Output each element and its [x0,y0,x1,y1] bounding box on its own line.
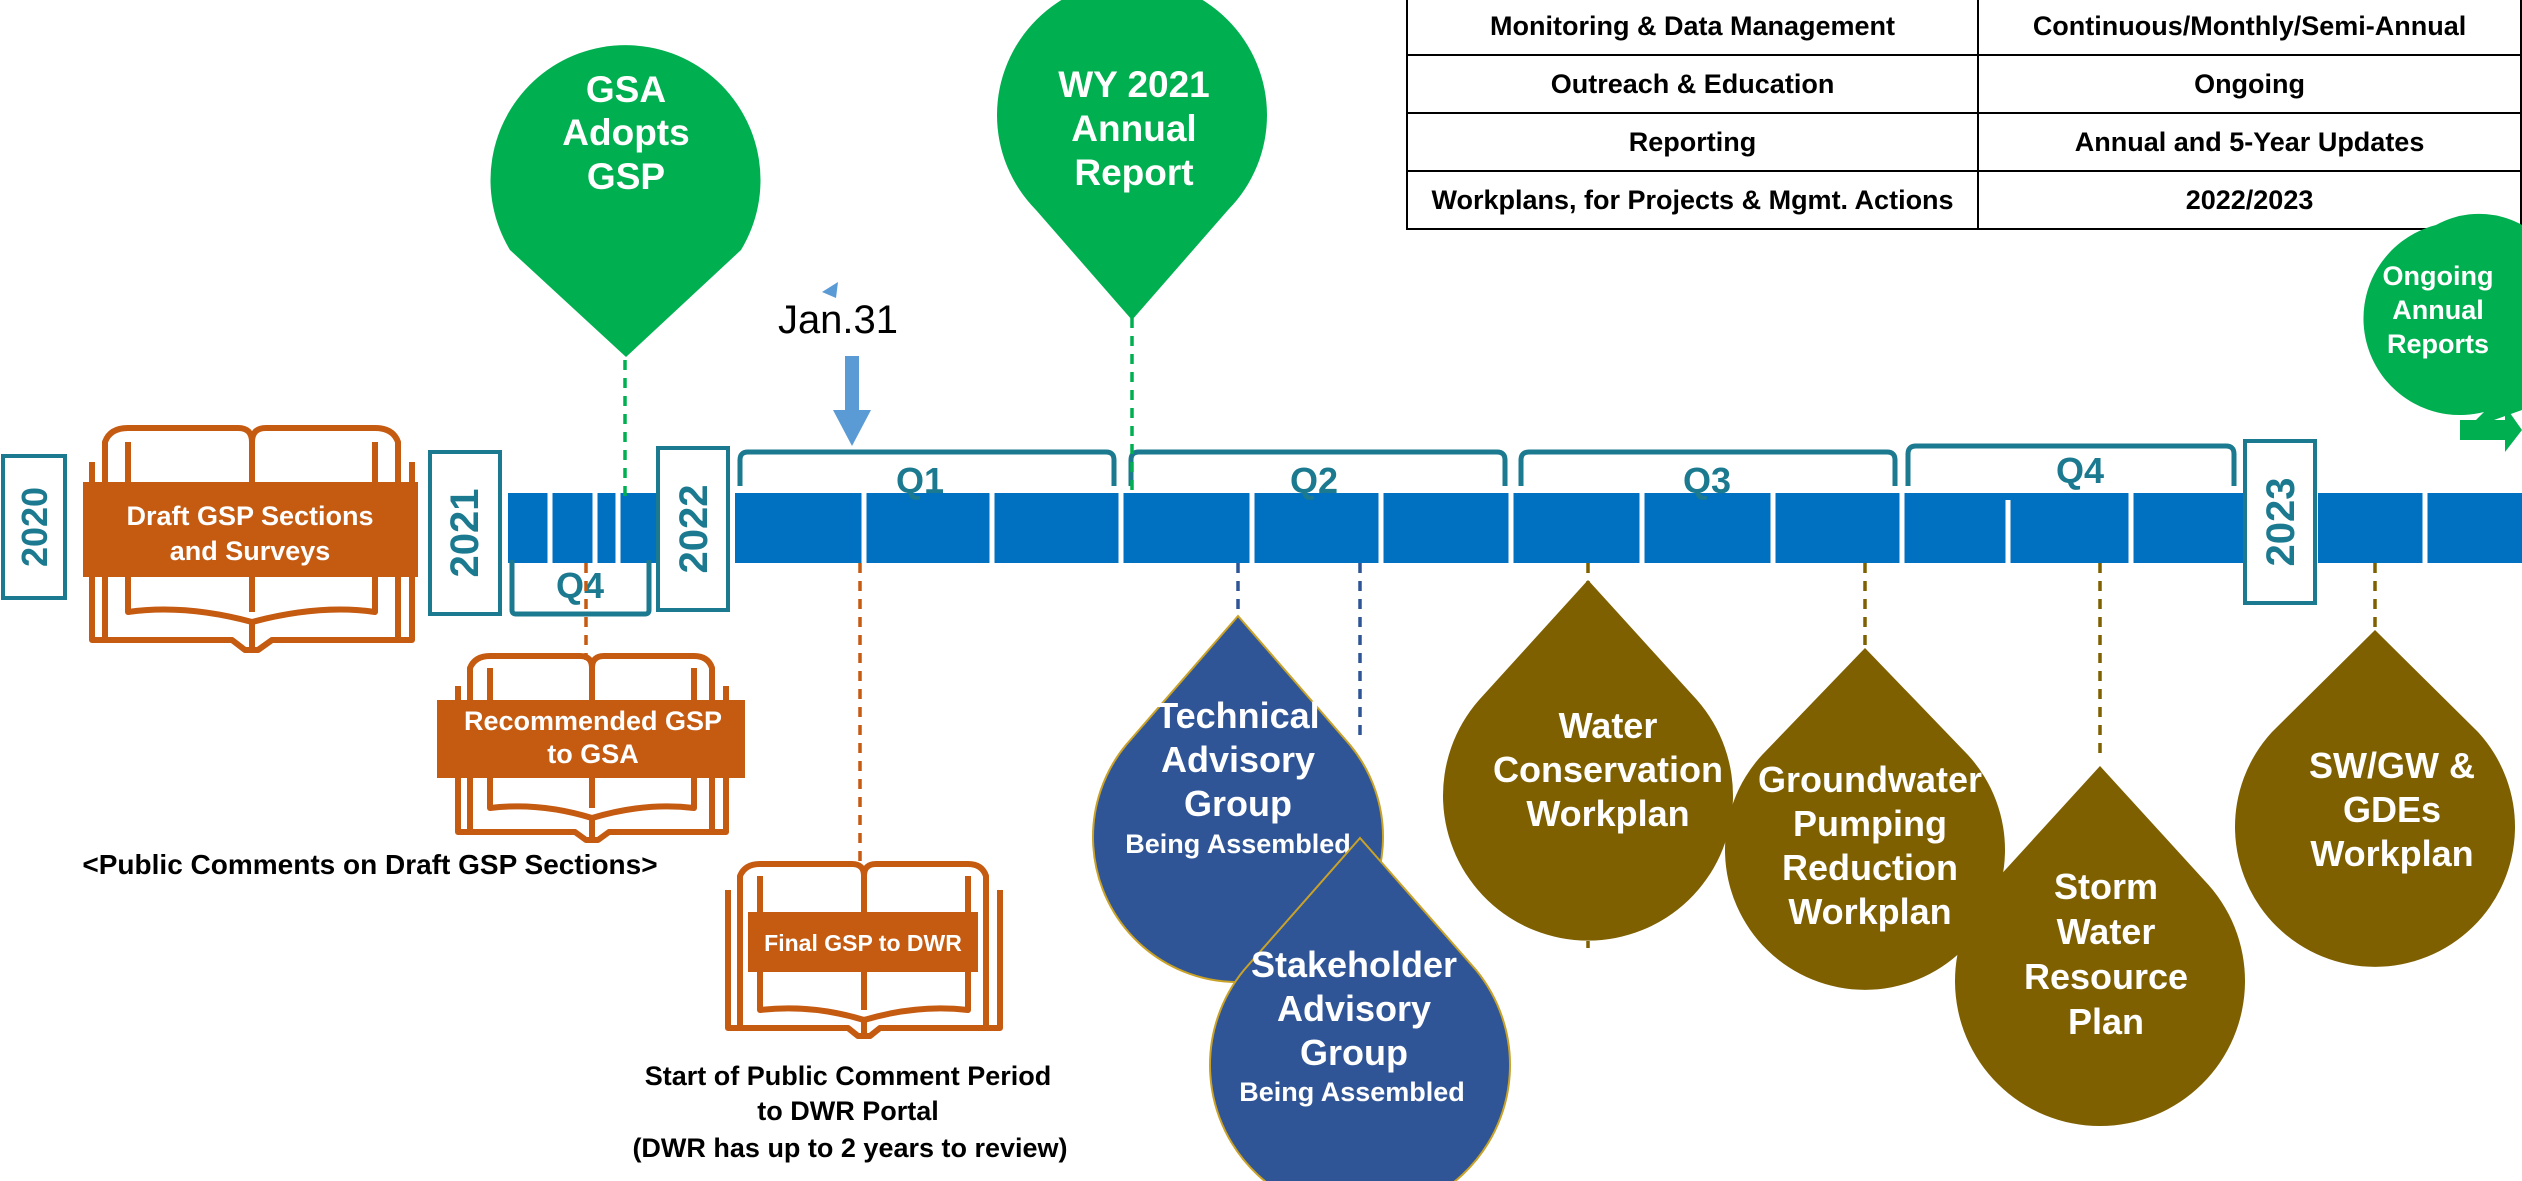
book-recommended-label-box [437,700,745,778]
timeline-band-2023 [2318,493,2522,563]
bracket-q3 [1518,449,1898,486]
pin-ongoing-line: Annual [2392,295,2484,325]
drop-stakeholder-line: Group [1300,1032,1408,1073]
drop-technical-line: Advisory [1161,739,1315,780]
timeline-band-2021 [508,493,658,563]
book-draft-gsp-label-box [83,482,418,577]
bracket-q4-2021 [509,560,652,617]
quarter-label-q4: Q4 [2056,450,2104,491]
year-box-2021 [428,450,502,616]
year-box-2020 [1,454,67,600]
pin-ongoing: Ongoing Annual Reports [2363,213,2522,452]
timeline-band-2022 [735,493,2245,563]
drop-water-line: Water [1559,705,1658,746]
drop-storm-line: Water [2057,911,2156,952]
drop-storm-line: Storm [2054,866,2158,907]
table-cell-schedule: 2022/2023 [1977,170,2522,230]
table-cell-activity: Monitoring & Data Management [1405,0,1980,56]
dwr-note-line: Start of Public Comment Period [645,1061,1052,1091]
year-label-2021: 2021 [443,489,487,578]
quarter-label-q4-2021: Q4 [556,565,604,606]
drop-technical-line: Group [1184,783,1292,824]
drop-groundwater-line: Groundwater [1758,759,1982,800]
book-final-label-box [748,912,978,972]
quarter-label-q2: Q2 [1290,460,1338,501]
right-arrow-icon [2460,406,2522,452]
public-comments-note: <Public Comments on Draft GSP Sections> [82,849,657,880]
small-triangle-icon [822,282,838,298]
bracket-q4 [1905,443,2237,486]
drop-swgw-line: SW/GW & [2309,745,2475,786]
pin-wy2021: WY 2021 Annual Report [997,0,1267,320]
book-draft-gsp [89,425,415,653]
dwr-note-line: to DWR Portal [757,1096,939,1126]
drop-groundwater-line: Reduction [1782,847,1958,888]
dwr-note-line: (DWR has up to 2 years to review) [632,1133,1067,1163]
down-arrow-icon [833,410,871,446]
drop-storm-line: Resource [2024,956,2188,997]
drop-stakeholder-line: Advisory [1277,988,1431,1029]
quarter-brackets [509,443,2237,617]
drop-swgw-line: Workplan [2310,833,2473,874]
drop-storm-water: Storm Water Resource Plan [1954,766,2245,1127]
pin-wy2021-line: Annual [1071,108,1196,149]
table-row: Workplans, for Projects & Mgmt. Actions … [1405,170,2522,230]
pin-gsa-line: GSA [586,69,666,110]
jan31-label: Jan.31 [778,298,898,342]
drop-technical-line: Technical [1156,695,1319,736]
quarter-label-q3: Q3 [1683,460,1731,501]
year-box-2022 [656,446,730,612]
drop-stakeholder-sub: Being Assembled [1239,1077,1465,1107]
book-final-gsp [725,861,1003,1039]
pin-ongoing-line: Ongoing [2383,261,2494,291]
workplan-schedule-table: Monitoring & Data Management Continuous/… [1405,0,2522,230]
table-cell-schedule: Annual and 5-Year Updates [1977,112,2522,172]
drop-water-conservation: Water Conservation Workplan [1443,580,1733,941]
table-cell-activity: Workplans, for Projects & Mgmt. Actions [1405,170,1980,230]
bracket-q2 [1128,449,1508,486]
table-cell-schedule: Ongoing [1977,54,2522,114]
drop-water-line: Workplan [1526,793,1689,834]
book-draft-gsp-line: and Surveys [170,536,331,566]
drop-stakeholder-line: Stakeholder [1251,944,1457,985]
drop-groundwater: Groundwater Pumping Reduction Workplan [1725,648,2005,990]
table-cell-activity: Reporting [1405,112,1980,172]
pin-gsa-line: GSP [587,156,665,197]
drop-swgw-gdes: SW/GW & GDEs Workplan [2235,630,2515,967]
drop-technical-advisory: Technical Advisory Group Being Assembled [1092,614,1384,984]
bracket-q1 [737,449,1117,486]
pin-wy2021-line: WY 2021 [1058,64,1210,105]
drop-water-line: Conservation [1493,749,1723,790]
pin-gsa-line: Adopts [562,112,689,153]
drop-groundwater-line: Workplan [1788,891,1951,932]
book-recommended-line: Recommended GSP [464,706,722,736]
pin-ongoing-line: Reports [2387,329,2489,359]
year-box-2023 [2243,439,2317,605]
jan31-marker: Jan.31 [778,282,898,446]
table-row: Outreach & Education Ongoing [1405,54,2522,114]
pin-wy2021-line: Report [1074,152,1193,193]
drop-storm-line: Plan [2068,1001,2144,1042]
quarter-label-q1: Q1 [896,460,944,501]
table-row: Monitoring & Data Management Continuous/… [1405,0,2522,56]
year-boxes: 2020 2021 2022 2023 [1,439,2317,616]
year-label-2022: 2022 [672,485,716,574]
drop-swgw-line: GDEs [2343,789,2441,830]
book-recommended-line: to GSA [547,739,639,769]
drop-groundwater-line: Pumping [1793,803,1947,844]
table-row: Reporting Annual and 5-Year Updates [1405,112,2522,172]
book-final-line: Final GSP to DWR [764,930,962,956]
book-recommended-gsp [455,653,729,843]
pin-gsa-adopts: GSA Adopts GSP [490,45,761,357]
year-label-2020: 2020 [14,487,55,567]
drop-technical-sub: Being Assembled [1125,829,1351,859]
table-cell-activity: Outreach & Education [1405,54,1980,114]
table-cell-schedule: Continuous/Monthly/Semi-Annual [1977,0,2522,56]
timeline-bar [508,493,2522,563]
drop-stakeholder-advisory: Stakeholder Advisory Group Being Assembl… [1209,836,1511,1181]
book-draft-gsp-line: Draft GSP Sections [126,501,373,531]
year-label-2023: 2023 [2259,478,2303,567]
